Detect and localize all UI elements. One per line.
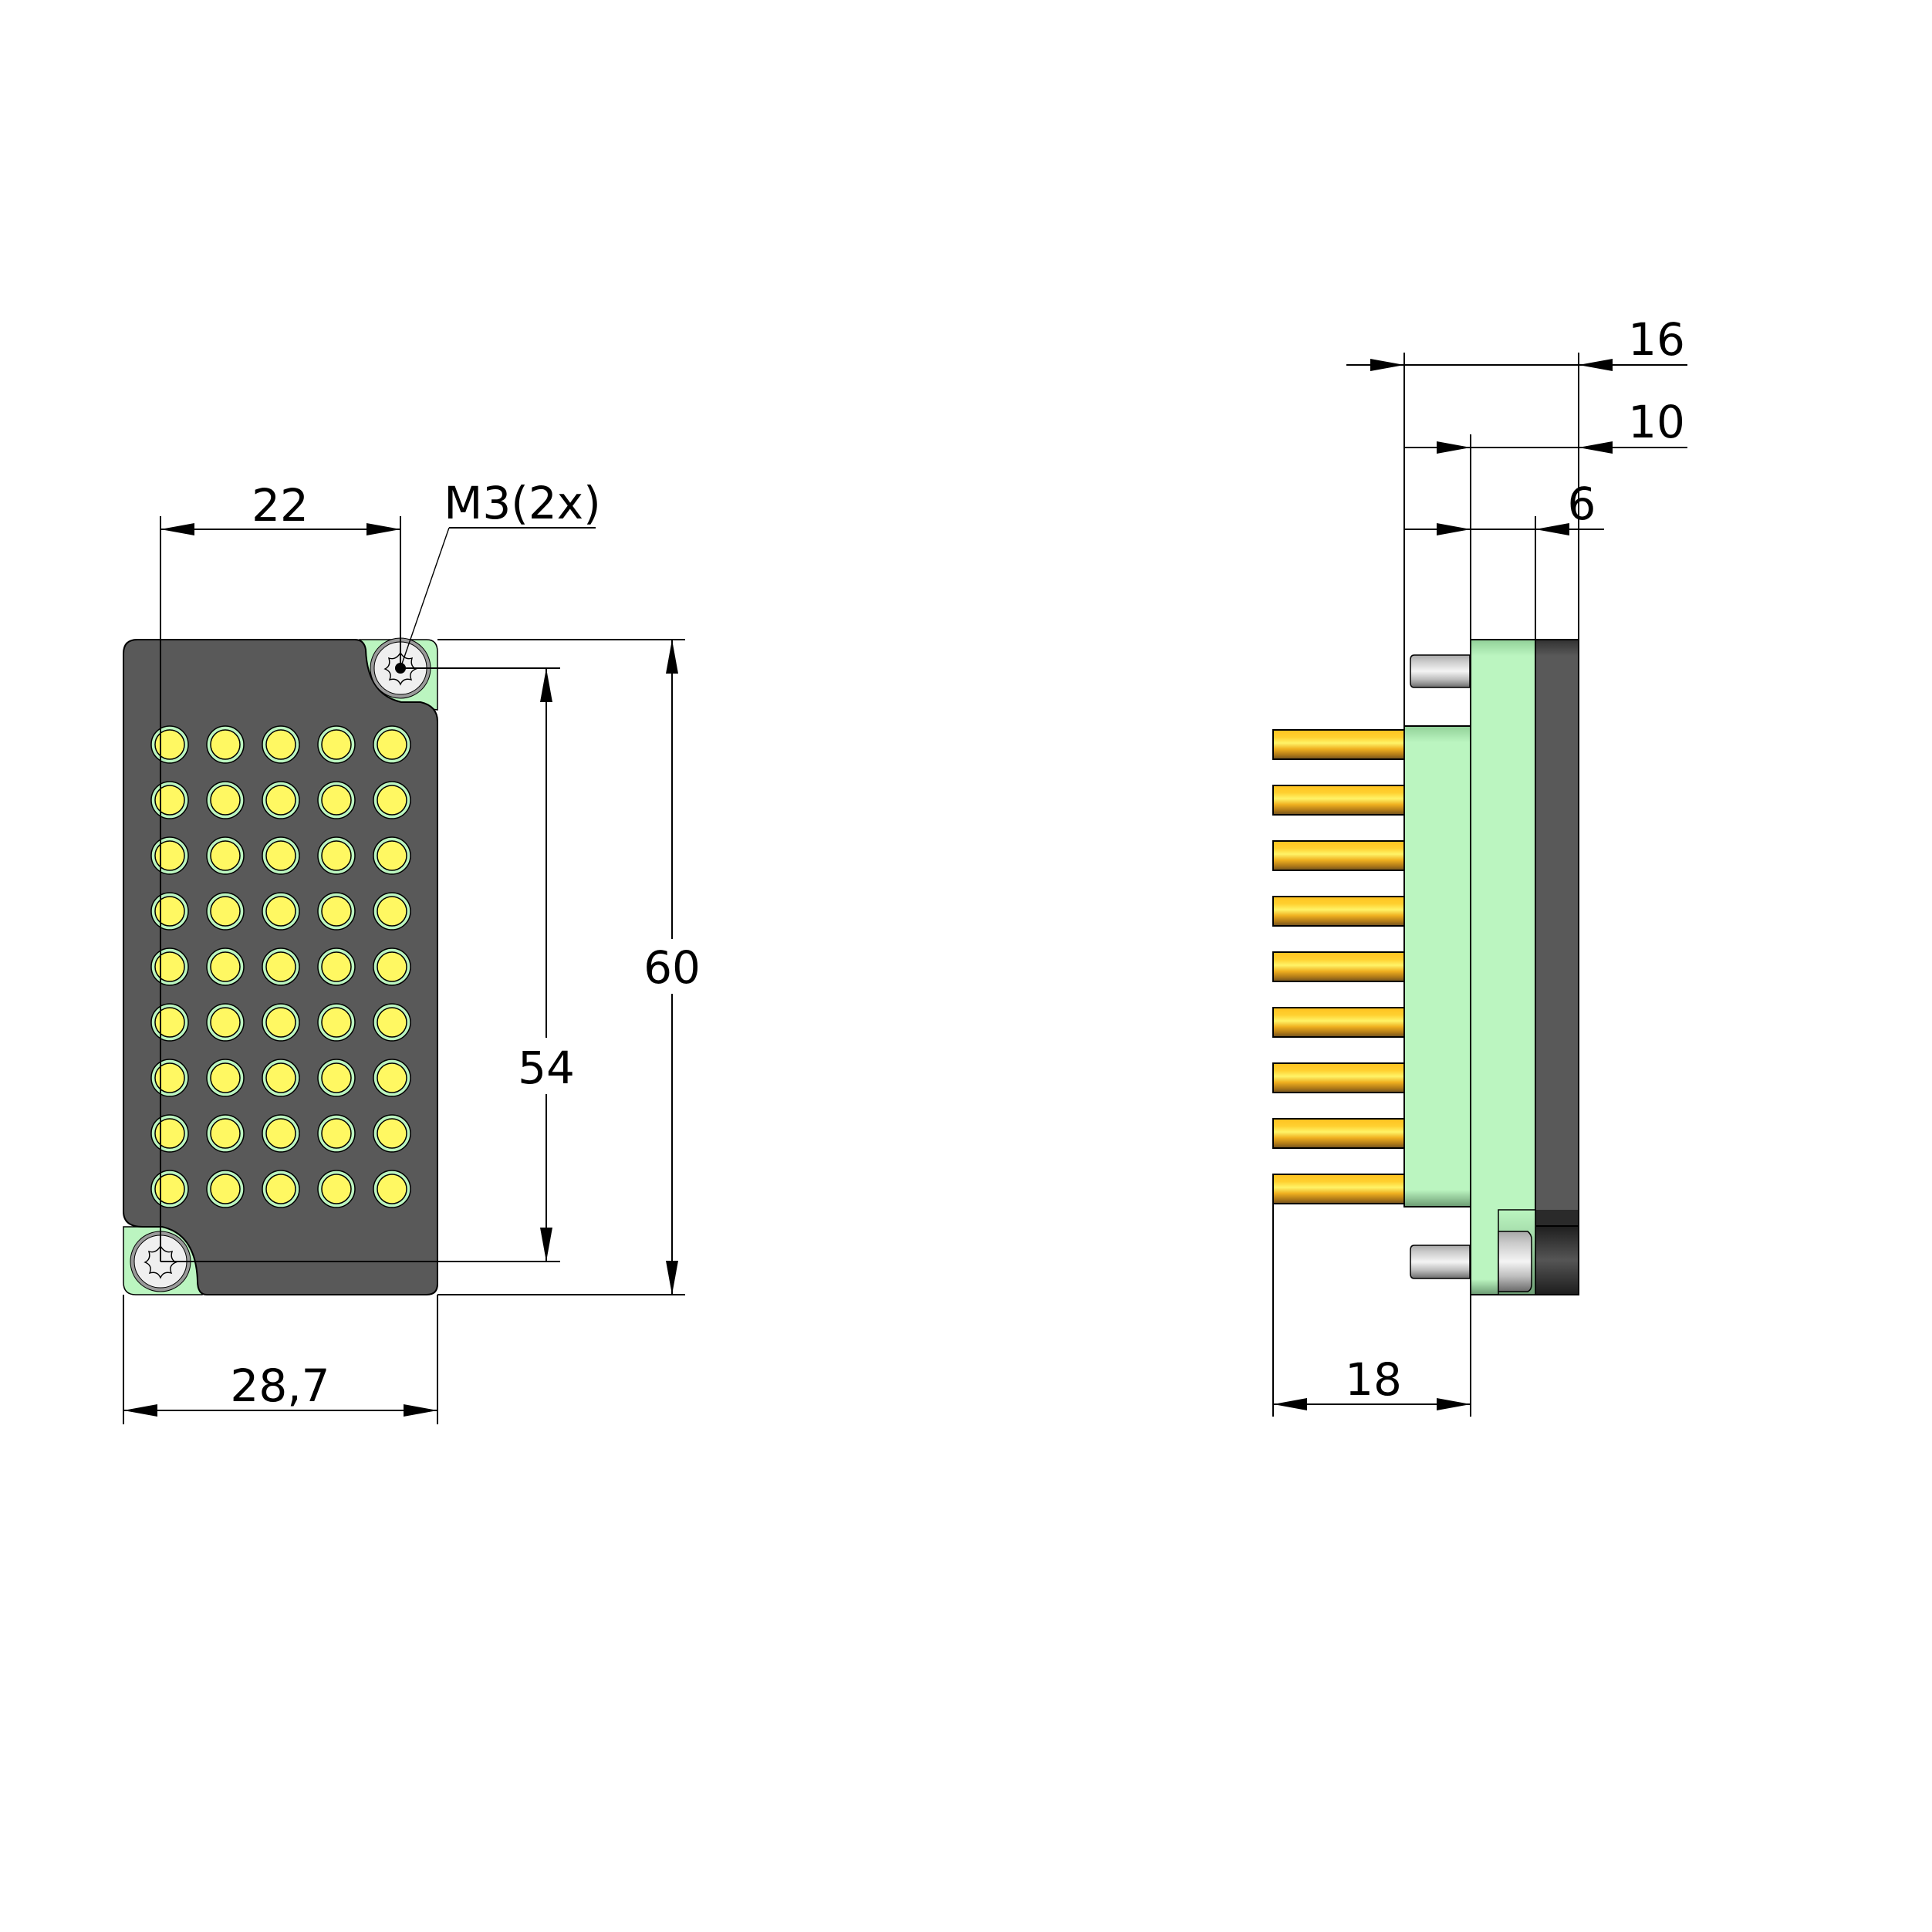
contact-pin (262, 947, 300, 986)
contact-pin (150, 781, 189, 819)
contact-pin (373, 781, 411, 819)
contact-pin (206, 1170, 245, 1208)
contact-pin (150, 1114, 189, 1153)
dimension-label-6: 6 (1568, 478, 1596, 530)
housing-shade-bottom (1405, 1190, 1470, 1206)
contact-pin (206, 947, 245, 986)
flange-shade-bottom (1471, 1279, 1498, 1294)
contact-pin (262, 892, 300, 931)
contact-pin (317, 781, 356, 819)
contact-pin (150, 947, 189, 986)
rear-plate-shade-mid (1536, 1210, 1578, 1226)
side-contact-pin (1272, 785, 1407, 816)
housing-shade-top (1405, 727, 1470, 742)
dimension-60: 60 (437, 639, 701, 1295)
dimension-label-22: 22 (252, 479, 309, 532)
contact-pin (373, 1114, 411, 1153)
contact-pin (206, 1059, 245, 1097)
screw-top-right (370, 637, 431, 699)
rear-plate-lower (1536, 1226, 1578, 1294)
contact-pin (262, 781, 300, 819)
dimension-6: 6 (1403, 478, 1604, 640)
contact-pin (206, 781, 245, 819)
dimension-label-18: 18 (1345, 1353, 1402, 1406)
contact-pin (150, 725, 189, 764)
contact-pin (262, 1114, 300, 1153)
contact-pin (150, 1003, 189, 1042)
dimension-54: 54 (160, 667, 575, 1262)
side-contact-pin (1272, 951, 1407, 982)
thread-callout: M3(2x) (400, 477, 601, 669)
screw-head-side (1498, 1231, 1532, 1292)
side-contact-pin (1272, 1062, 1407, 1093)
front-view: 22 M3(2x) 54 60 28,7 (123, 477, 701, 1424)
contact-pin (206, 1114, 245, 1153)
contact-pin (373, 892, 411, 931)
contact-pin (150, 1170, 189, 1208)
contact-pin (317, 836, 356, 875)
side-view: 16 10 6 18 (1272, 313, 1687, 1417)
rear-plate (1535, 639, 1579, 1295)
contact-pin (317, 1114, 356, 1153)
contact-pin (150, 836, 189, 875)
contact-pin (150, 892, 189, 931)
contact-pin (373, 1003, 411, 1042)
side-contact-pin (1272, 1174, 1407, 1204)
contact-pin (206, 892, 245, 931)
dimension-label-60: 60 (643, 941, 701, 994)
dimension-label-10: 10 (1628, 396, 1685, 448)
side-contact-pin (1272, 729, 1407, 760)
pin-housing (1403, 725, 1471, 1208)
contact-pin (373, 836, 411, 875)
contact-pin (317, 947, 356, 986)
torx-icon (144, 1245, 177, 1279)
contact-pin (373, 947, 411, 986)
contact-pin (317, 1059, 356, 1097)
contact-pin (317, 725, 356, 764)
guide-stud-bottom (1410, 1245, 1471, 1279)
contact-pin (206, 725, 245, 764)
dimension-22: 22 (160, 479, 401, 1262)
contact-pin (373, 725, 411, 764)
contact-pin (262, 725, 300, 764)
callout-label-m3: M3(2x) (444, 477, 600, 529)
guide-stud-top (1410, 654, 1471, 688)
dimension-label-28-7: 28,7 (230, 1359, 329, 1412)
contact-pin (262, 1003, 300, 1042)
contact-pin (206, 1003, 245, 1042)
dimension-label-54: 54 (518, 1042, 575, 1094)
contact-pin (206, 836, 245, 875)
side-contact-pin (1272, 840, 1407, 871)
side-contact-pin (1272, 1007, 1407, 1038)
contact-pin (262, 1059, 300, 1097)
dimension-10: 10 (1403, 396, 1687, 640)
dimension-16: 16 (1346, 313, 1687, 726)
contact-pin (262, 836, 300, 875)
torx-icon (383, 651, 417, 686)
flange (1470, 639, 1536, 1295)
side-contact-pin (1272, 1118, 1407, 1149)
contact-pin (317, 892, 356, 931)
dimension-18: 18 (1272, 1204, 1471, 1417)
side-contact-pin (1272, 896, 1407, 927)
contact-pin (150, 1059, 189, 1097)
dimension-label-16: 16 (1628, 313, 1685, 366)
flange-shade-top (1471, 640, 1535, 656)
side-pin-row (1272, 729, 1407, 1204)
contact-pin (373, 1170, 411, 1208)
contact-pin (373, 1059, 411, 1097)
contact-grid (150, 725, 411, 1208)
contact-pin (317, 1170, 356, 1208)
contact-pin (317, 1003, 356, 1042)
rear-plate-shade-top (1536, 640, 1578, 656)
contact-pin (262, 1170, 300, 1208)
dimension-28-7: 28,7 (123, 1295, 438, 1424)
